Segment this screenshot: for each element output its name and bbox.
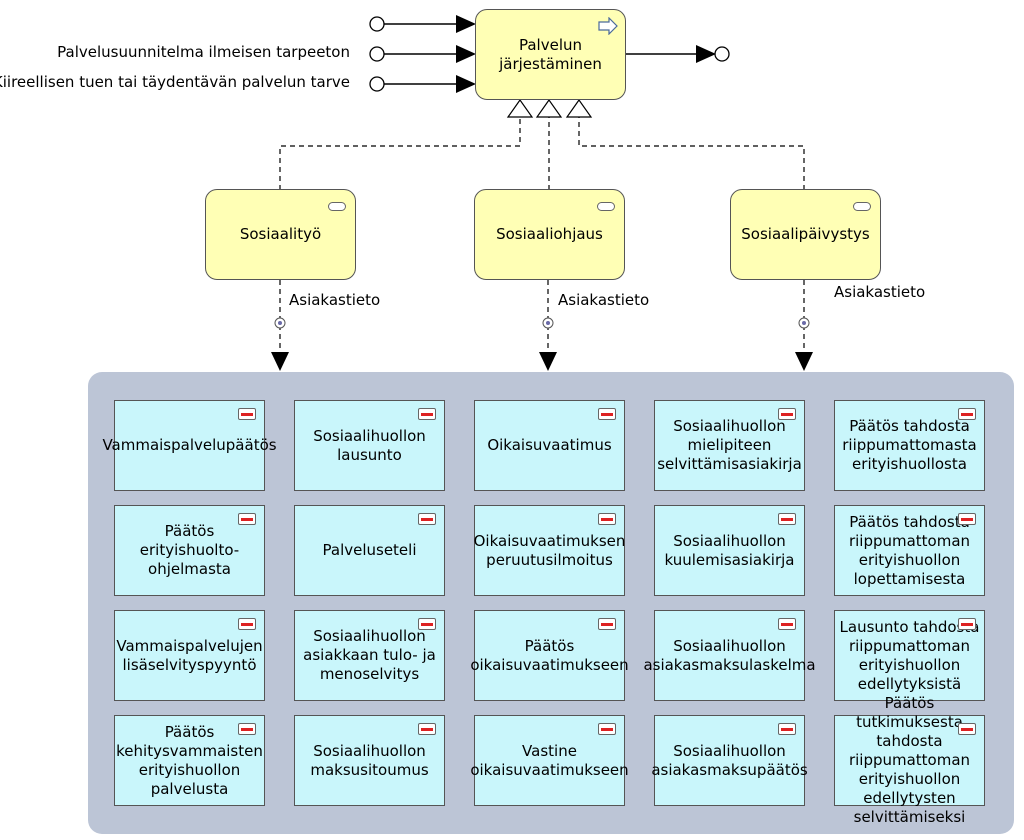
data-object-icon: [958, 618, 976, 630]
process-label: Palvelun järjestäminen: [499, 35, 602, 73]
data-object-icon: [238, 618, 256, 630]
data-object[interactable]: Päätös tahdosta riippumattomasta erityis…: [834, 400, 985, 491]
data-object[interactable]: Vammaispalvelupäätös: [102, 400, 277, 491]
data-object-icon: [778, 408, 796, 420]
data-object-label: Sosiaalihuollon maksusitoumus: [310, 741, 429, 779]
data-object-label: Vammaispalvelupäätös: [102, 436, 277, 454]
data-object-label: Päätös tutkimuksesta tahdosta riippumatt…: [848, 694, 971, 826]
data-object-icon: [418, 408, 436, 420]
data-object-label: Sosiaalihuollon mielipiteen selvittämisa…: [657, 417, 802, 473]
data-object-icon: [958, 513, 976, 525]
data-object-icon: [778, 618, 796, 630]
data-object-icon: [598, 723, 616, 735]
data-object-label: Päätös tahdosta riippumattomasta erityis…: [842, 417, 977, 473]
access-connector-2: [539, 280, 557, 371]
data-object[interactable]: Lausunto tahdosta riippumattoman erityis…: [834, 610, 985, 701]
service-icon: [597, 202, 615, 211]
data-object-label: Sosiaalihuollon kuulemisasiakirja: [664, 531, 795, 569]
data-object[interactable]: Palveluseteli: [294, 505, 445, 596]
data-object-label: Lausunto tahdosta riippumattoman erityis…: [839, 617, 980, 693]
data-object[interactable]: Sosiaalihuollon mielipiteen selvittämisa…: [654, 400, 805, 491]
process-palvelun-jarjestaminen[interactable]: Palvelun järjestäminen: [475, 9, 626, 100]
input-label-3: Kiireellisen tuen tai täydentävän palvel…: [0, 73, 350, 91]
data-object-label: Oikaisuvaatimus: [487, 436, 612, 454]
service-label-sosiaalipaivystys: Sosiaalipäivystys: [741, 225, 870, 243]
data-object[interactable]: Päätös tahdosta riippumattoman erityishu…: [834, 505, 985, 596]
data-object[interactable]: Sosiaalihuollon asiakkaan tulo- ja menos…: [294, 610, 445, 701]
realization-connector-3: [565, 98, 805, 190]
realization-connector-2: [535, 98, 563, 190]
data-object-label: Palveluseteli: [322, 541, 417, 559]
service-label-sosiaalityo: Sosiaalityö: [239, 225, 322, 243]
data-object-icon: [418, 513, 436, 525]
data-object[interactable]: Sosiaalihuollon kuulemisasiakirja: [654, 505, 805, 596]
service-icon: [328, 202, 346, 211]
flow-label-1: Asiakastieto: [289, 291, 381, 309]
data-object-label: Sosiaalihuollon lausunto: [313, 426, 426, 464]
data-object-icon: [238, 408, 256, 420]
realization-connector-1: [279, 98, 534, 190]
data-object-icon: [598, 513, 616, 525]
service-sosiaalipaivystys[interactable]: Sosiaalipäivystys: [730, 189, 881, 280]
data-object[interactable]: Sosiaalihuollon asiakasmaksulaskelma: [643, 610, 816, 701]
flow-label-2: Asiakastieto: [558, 291, 650, 309]
data-object-icon: [598, 408, 616, 420]
access-connector-1: [271, 280, 289, 371]
input-label-2: Palvelusuunnitelma ilmeisen tarpeeton: [57, 43, 350, 61]
service-label-sosiaaliohjaus: Sosiaaliohjaus: [496, 225, 603, 243]
flow-label-3: Asiakastieto: [834, 283, 926, 301]
data-object-label: Sosiaalihuollon asiakasmaksupäätös: [651, 741, 808, 779]
data-object[interactable]: Päätös oikaisuvaatimukseen: [470, 610, 629, 701]
data-object-label: Päätös oikaisuvaatimukseen: [470, 636, 629, 674]
data-object[interactable]: Päätös kehitysvammaisten erityishuollon …: [114, 715, 265, 806]
data-object-icon: [238, 723, 256, 735]
data-object-icon: [418, 723, 436, 735]
service-icon: [853, 202, 871, 211]
data-object-label: Vastine oikaisuvaatimukseen: [470, 741, 629, 779]
data-object[interactable]: Päätös erityishuolto-ohjelmasta: [114, 505, 265, 596]
data-object-icon: [778, 723, 796, 735]
data-object[interactable]: Sosiaalihuollon asiakasmaksupäätös: [651, 715, 808, 806]
data-object-label: Sosiaalihuollon asiakasmaksulaskelma: [643, 636, 816, 674]
service-sosiaalityo[interactable]: Sosiaalityö: [205, 189, 356, 280]
data-object[interactable]: Oikaisuvaatimuksen peruutusilmoitus: [474, 505, 625, 596]
data-object-icon: [778, 513, 796, 525]
data-object-label: Oikaisuvaatimuksen peruutusilmoitus: [473, 531, 626, 569]
data-object-icon: [238, 513, 256, 525]
trigger-input-1: [369, 15, 476, 33]
data-object[interactable]: Vastine oikaisuvaatimukseen: [470, 715, 629, 806]
data-object[interactable]: Päätös tutkimuksesta tahdosta riippumatt…: [834, 694, 985, 826]
data-object[interactable]: Oikaisuvaatimus: [474, 400, 625, 491]
data-object-label: Sosiaalihuollon asiakkaan tulo- ja menos…: [303, 627, 436, 683]
data-object-icon: [598, 618, 616, 630]
data-object-label: Päätös erityishuolto-ohjelmasta: [139, 522, 240, 578]
data-object[interactable]: Sosiaalihuollon maksusitoumus: [294, 715, 445, 806]
trigger-input-2: [369, 45, 476, 63]
trigger-input-3: [369, 75, 476, 93]
data-object-label: Päätös kehitysvammaisten erityishuollon …: [116, 722, 263, 798]
data-object-label: Päätös tahdosta riippumattoman erityishu…: [848, 512, 971, 588]
data-object[interactable]: Sosiaalihuollon lausunto: [294, 400, 445, 491]
data-object-label: Vammaispalvelujen lisäselvityspyyntö: [116, 636, 263, 674]
service-sosiaaliohjaus[interactable]: Sosiaaliohjaus: [474, 189, 625, 280]
data-object-icon: [958, 408, 976, 420]
trigger-output: [626, 45, 730, 63]
data-object-icon: [418, 618, 436, 630]
data-object[interactable]: Vammaispalvelujen lisäselvityspyyntö: [114, 610, 265, 701]
access-connector-3: [795, 280, 813, 371]
process-arrow-icon: [598, 17, 618, 35]
data-object-icon: [958, 723, 976, 735]
